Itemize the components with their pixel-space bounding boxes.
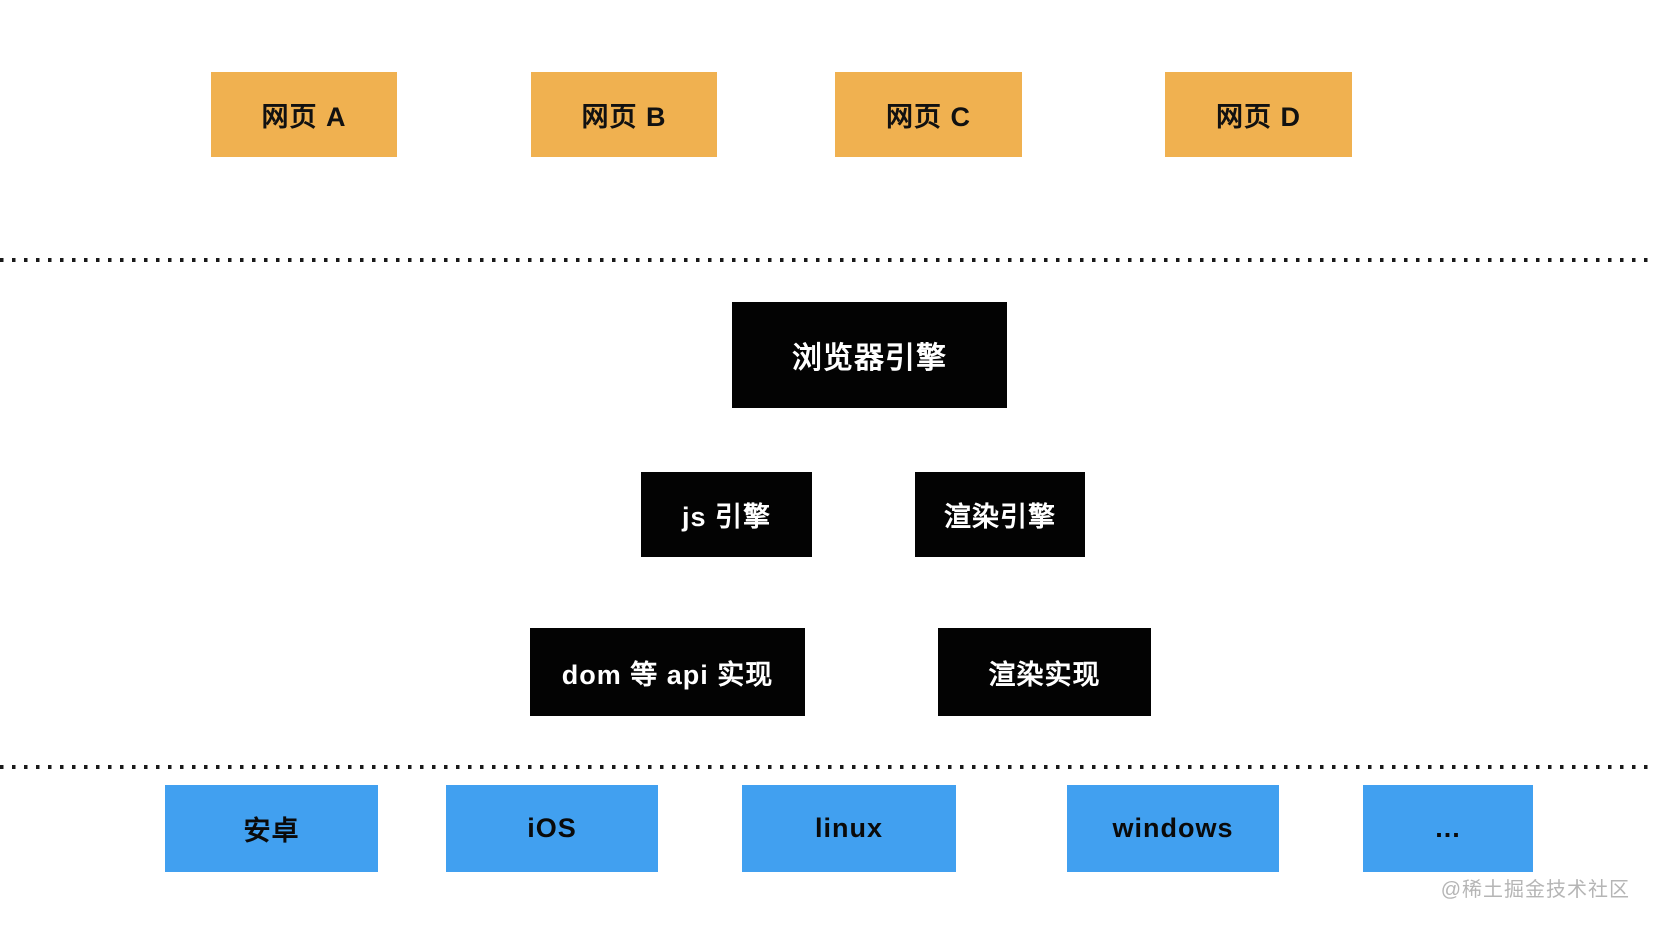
- separator-dotted-bottom: [0, 765, 1656, 769]
- os-linux-box: linux: [742, 785, 956, 872]
- os-android-box: 安卓: [165, 785, 378, 872]
- js-engine-box: js 引擎: [641, 472, 812, 557]
- juejin-watermark: @稀土掘金技术社区: [1440, 879, 1630, 901]
- webpage-b-box: 网页 B: [531, 72, 717, 157]
- os-windows-box: windows: [1067, 785, 1279, 872]
- dom-api-implementation-box: dom 等 api 实现: [530, 628, 805, 716]
- os-ellipsis-box: ...: [1363, 785, 1533, 872]
- render-engine-box: 渲染引擎: [915, 472, 1085, 557]
- browser-engine-box: 浏览器引擎: [732, 302, 1007, 408]
- os-ios-box: iOS: [446, 785, 658, 872]
- webpage-a-box: 网页 A: [211, 72, 397, 157]
- webpage-c-box: 网页 C: [835, 72, 1022, 157]
- webpage-d-box: 网页 D: [1165, 72, 1352, 157]
- separator-dotted-top: [0, 258, 1656, 262]
- render-implementation-box: 渲染实现: [938, 628, 1151, 716]
